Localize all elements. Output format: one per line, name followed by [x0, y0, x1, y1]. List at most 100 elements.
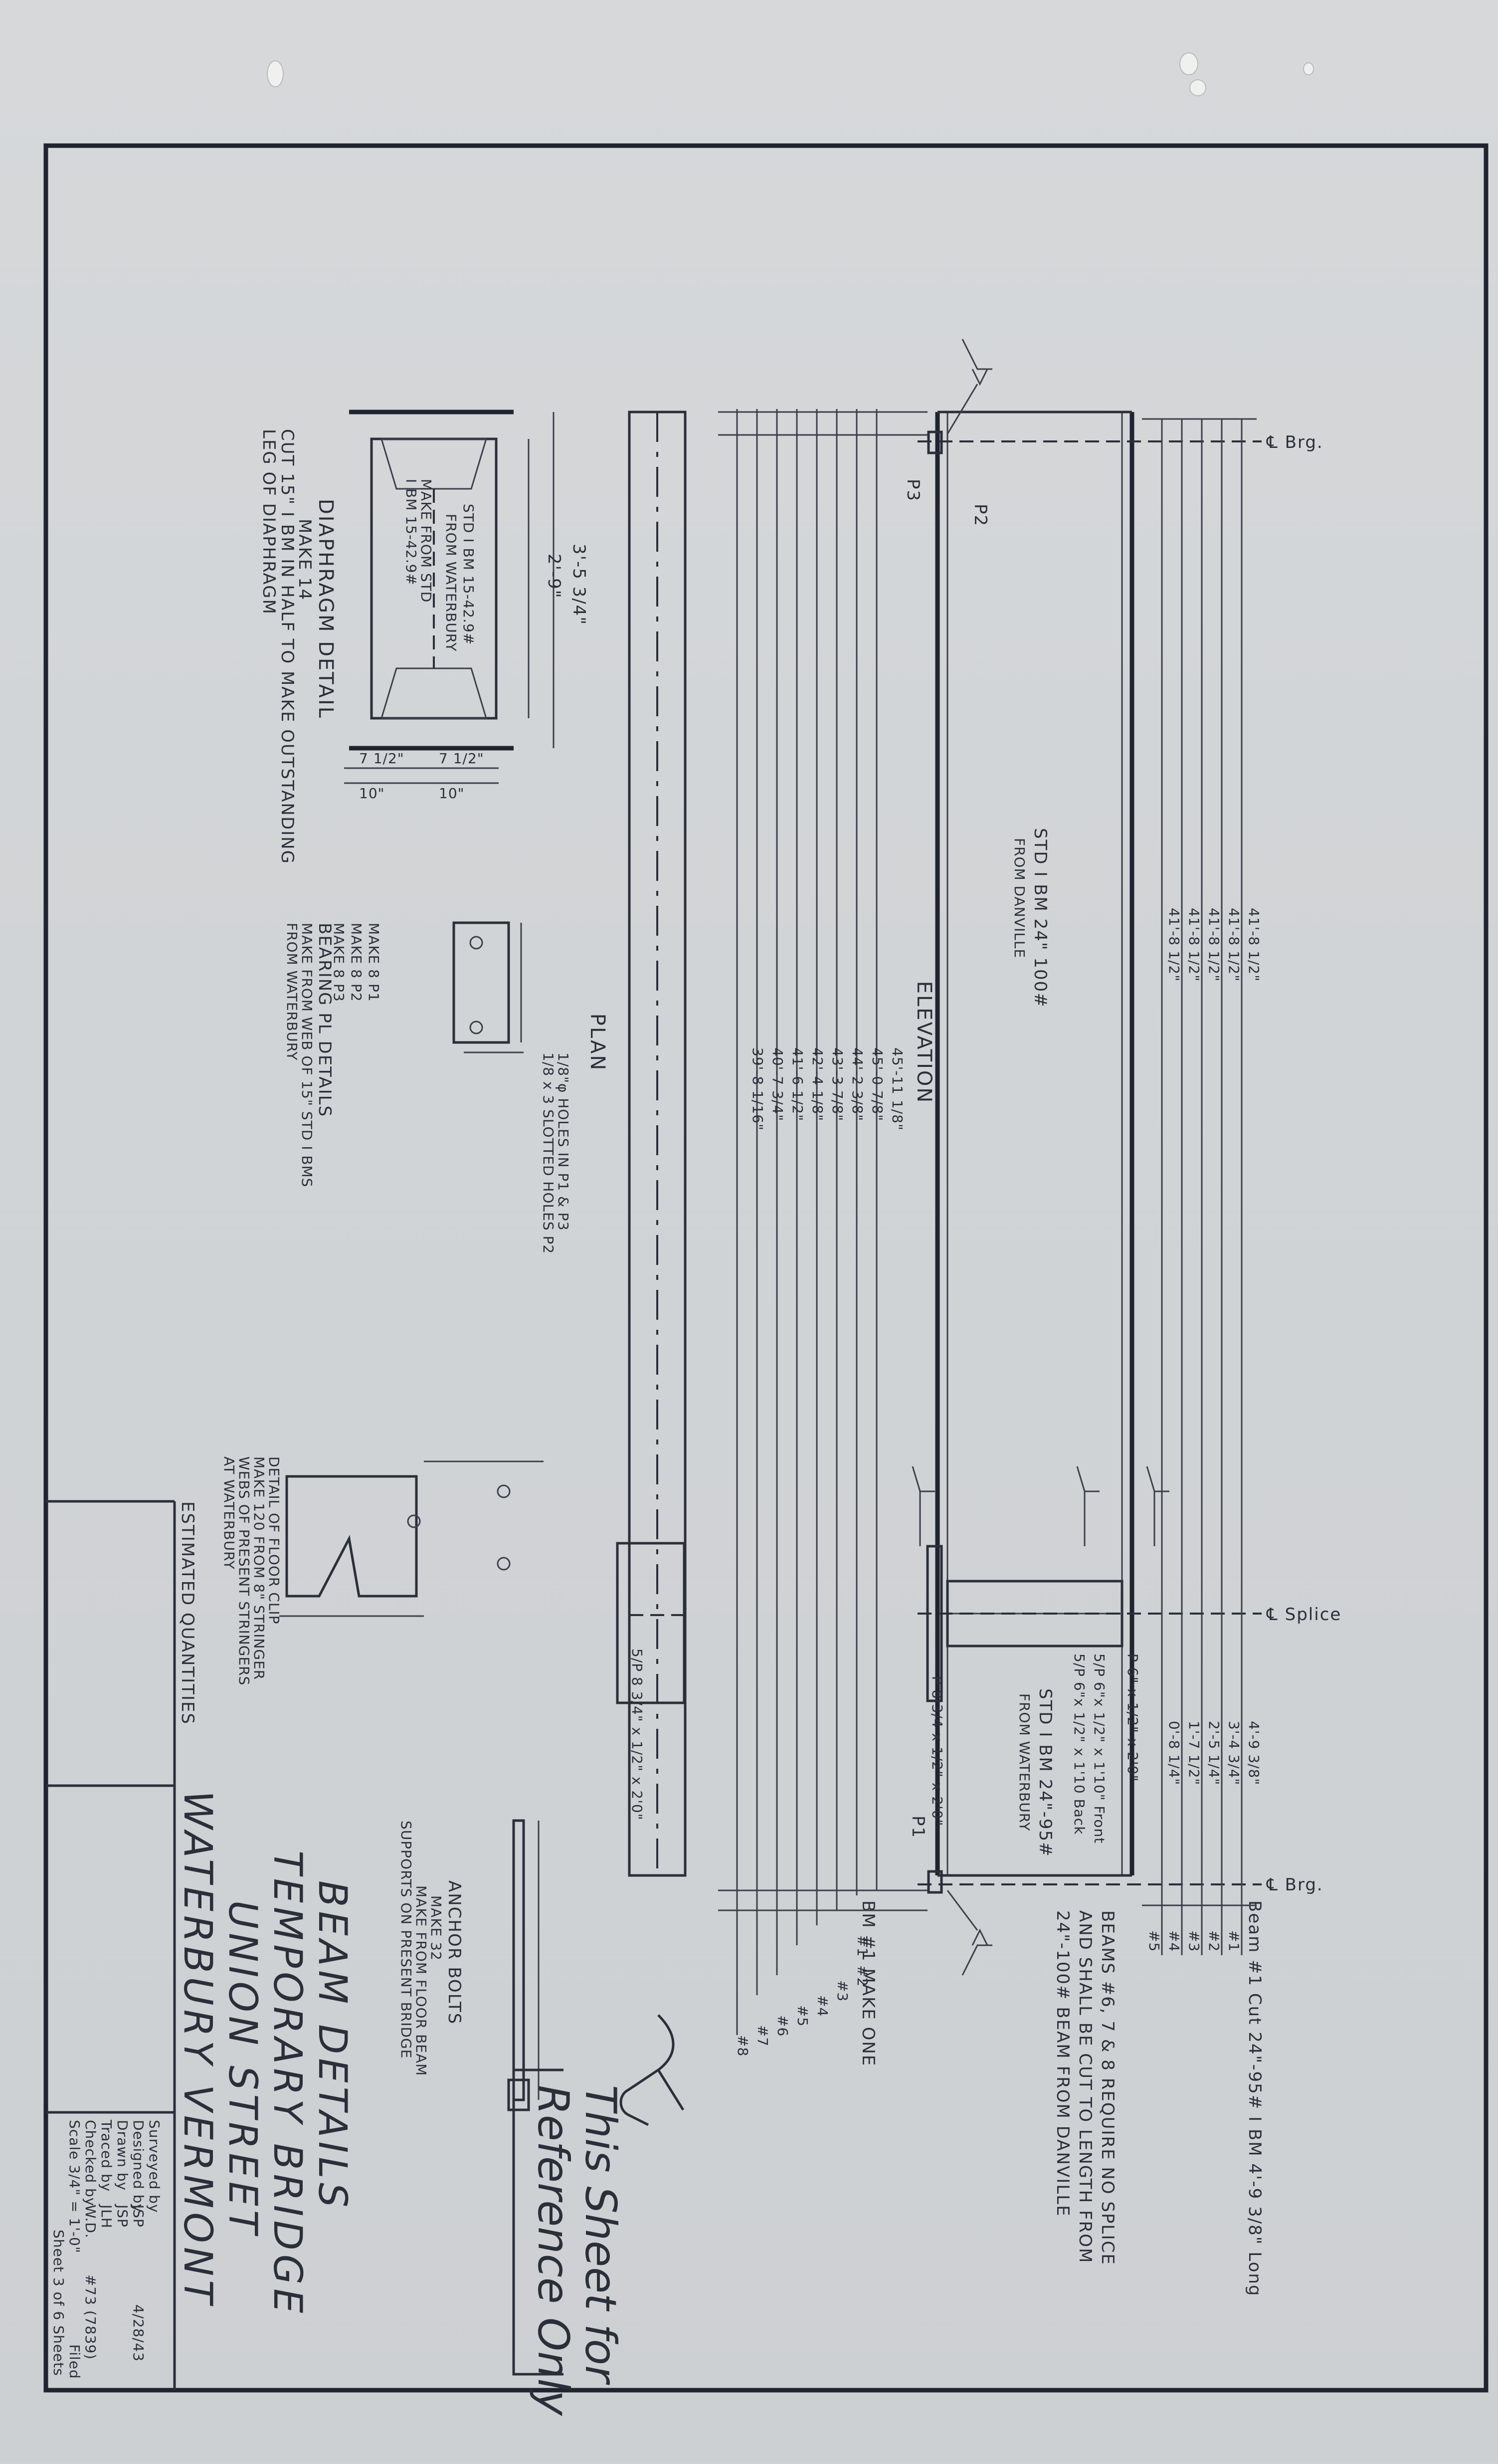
sheet-number: Sheet 3 of 6 Sheets: [50, 2230, 67, 2376]
bearing-holes-2: 1/8 x 3 SLOTTED HOLES P2: [540, 1052, 557, 1254]
diaphragm-a: 7 1/2": [359, 750, 404, 767]
stamp-line-2: Reference Only: [528, 2085, 578, 2416]
splice-plate-front: 5/P 6"x 1/2" x 1'10" Front: [1091, 1653, 1108, 1844]
diaphragm-width: 3'-5 3/4": [569, 544, 589, 625]
title-text: BEAM DETAILS TEMPORARY BRIDGE UNION STRE…: [175, 1501, 355, 2317]
title-line-3: UNION STREET: [220, 1900, 265, 2238]
checked-by: Checked by: [82, 2120, 99, 2206]
surveyed-by: Surveyed by: [146, 2120, 163, 2213]
elev-length: 42'-4 1/8": [809, 1047, 826, 1121]
reference-stamp: This Sheet for Reference Only: [512, 2014, 685, 2416]
beam-note-1: BEAMS #6, 7 & 8 REQUIRE NO SPLICE: [1098, 1910, 1118, 2265]
p3-label: P3: [903, 479, 923, 502]
p1-label: P1: [908, 1816, 928, 1839]
cl-brg-bottom: ℄ Brg.: [1266, 1875, 1323, 1895]
beam-no: #3: [834, 1980, 851, 2002]
right-length: 41'-8 1/2": [1246, 908, 1262, 982]
beam1-cut-note: Beam #1 Cut 24"-95# I BM 4'-9 3/8" Long: [1245, 1900, 1265, 2297]
beam-no: #1: [1226, 1930, 1242, 1952]
anchor-note-2: SUPPORTS ON PRESENT BRIDGE: [398, 1821, 414, 2058]
diaphragm-note-1: CUT 15" I BM IN HALF TO MAKE OUTSTANDING: [277, 429, 297, 864]
bearing-holes-1: 1/8"φ HOLES IN P1 & P3: [555, 1052, 571, 1231]
anchor-make: MAKE 32: [428, 1895, 444, 1961]
elevation-length-labels: 45'-11 1/8" 45'-0 7/8" 44'-2 3/8" 43'-3 …: [749, 1047, 906, 1131]
splice-length: 0'-8 1/4": [1166, 1721, 1182, 1785]
splice-plate-back: 5/P 6"x 1/2" x 1'10 Back: [1071, 1653, 1088, 1835]
elev-length: 40'-7 3/4": [769, 1047, 786, 1121]
std-beam-danville-1: STD I BM 24" 100#: [1030, 828, 1050, 1008]
plan-view: PLAN 5/P 8 3/4" x 1/2" x 2'0": [586, 411, 687, 1877]
diaphragm-make-from-1: MAKE FROM STD: [418, 479, 434, 603]
designed-initials: JSP: [130, 2204, 147, 2228]
elev-length: 44'-2 3/8": [849, 1047, 866, 1121]
splice-length: 1'-7 1/2": [1186, 1721, 1202, 1785]
elev-length: 41'-6 1/2": [789, 1047, 806, 1121]
anchor-note-1: MAKE FROM FLOOR BEAM: [413, 1885, 429, 2076]
stamp-line-1: This Sheet for: [575, 2085, 625, 2385]
beam-no: #2: [854, 1965, 871, 1987]
beam-no: #2: [1206, 1930, 1222, 1952]
scale: Scale 3/4" = 1'-0": [66, 2120, 83, 2254]
splice-length: 2'-5 1/4": [1206, 1721, 1222, 1785]
splice-length: 4'-9 3/8": [1246, 1721, 1262, 1785]
designed-by: Designed by: [130, 2120, 147, 2213]
floor-clip-detail: DETAIL OF FLOOR CLIP MAKE 120 FROM 8" ST…: [221, 1456, 544, 1685]
title-line-4: WATERBURY VERMONT: [175, 1791, 220, 2308]
file-no: #73 (7839): [82, 2274, 99, 2360]
traced-by: Traced by: [98, 2119, 115, 2192]
elevation-label: ELEVATION: [913, 981, 936, 1104]
right-dimensions: [1142, 418, 1257, 1955]
beam-no: #3: [1186, 1930, 1202, 1952]
splice-plate-3: P 6" x 1/2" x 2'0": [1124, 1653, 1141, 1782]
cl-brg-top: ℄ Brg.: [1266, 432, 1323, 452]
diaphragm-title: DIAPHRAGM DETAIL: [314, 499, 337, 719]
bearing-note-2: FROM WATERBURY: [284, 923, 300, 1061]
diaphragm-std-2: FROM WATERBURY: [443, 514, 459, 652]
diaphragm-a: 7 1/2": [439, 750, 484, 767]
plan-label: PLAN: [586, 1014, 609, 1072]
elev-length: 45'-0 7/8": [869, 1047, 886, 1121]
anchor-title: ANCHOR BOLTS: [444, 1880, 464, 2025]
diaphragm-make-from-2: I BM 15-42.9#: [403, 479, 419, 586]
bearing-note-1: MAKE FROM WEB OF 15" STD I BMS: [299, 923, 315, 1188]
std-beam-waterbury-2: FROM WATERBURY: [1016, 1693, 1033, 1832]
title-strip: [46, 1500, 176, 2390]
elevation-dimensions: [718, 409, 928, 2035]
beam-note-3: 24"-100# BEAM FROM DANVILLE: [1053, 1910, 1073, 2217]
beam-no: #7: [754, 2025, 771, 2047]
diaphragm-std-1: STD I BM 15-42.9#: [460, 504, 477, 645]
splice-length: 3'-4 3/4": [1226, 1721, 1242, 1785]
title-line-1: BEAM DETAILS: [310, 1880, 355, 2211]
bearing-title: BEARING PL DETAILS: [315, 923, 335, 1117]
beam-no: #8: [735, 2035, 751, 2056]
diaphragm-height: 2'-9": [544, 554, 564, 599]
estimated-quantities: ESTIMATED QUANTITIES: [178, 1501, 197, 1725]
beam-no: #1: [854, 1935, 871, 1957]
right-length: 41'-8 1/2": [1166, 908, 1182, 982]
beam-number-labels-right: #1 #2 #3 #4 #5: [1146, 1930, 1242, 1952]
right-length: 41'-8 1/2": [1186, 908, 1202, 982]
traced-initials: JLH: [98, 2204, 115, 2229]
elev-length: 43'-3 7/8": [829, 1047, 846, 1121]
beam-no: #4: [814, 1995, 831, 2017]
diaphragm-note-2: LEG OF DIAPHRAGM: [259, 429, 279, 615]
std-beam-waterbury-1: STD I BM 24"-95#: [1035, 1688, 1055, 1857]
bearing-plate-detail: 1/8"φ HOLES IN P1 & P3 1/8 x 3 SLOTTED H…: [284, 921, 571, 1254]
plan-plate-label: 5/P 8 3/4" x 1/2" x 2'0": [629, 1648, 645, 1821]
floor-clip-note-2: AT WATERBURY: [221, 1456, 237, 1570]
weld-symbols: [912, 339, 1169, 1976]
anchor-bolt-detail: ANCHOR BOLTS MAKE 32 MAKE FROM FLOOR BEA…: [398, 1819, 540, 2111]
sheet-border: [43, 143, 1489, 2393]
checked-initials: W.D.: [82, 2205, 99, 2239]
diaphragm-b: 10": [439, 785, 465, 802]
right-length: 41'-8 1/2": [1226, 908, 1242, 982]
beam-no: #5: [794, 2005, 811, 2027]
drawn-initials: JSP: [114, 2204, 131, 2228]
elev-length: 45'-11 1/8": [889, 1047, 906, 1131]
drawn-by: Drawn by: [114, 2120, 131, 2191]
designed-date: 4/28/43: [130, 2304, 147, 2362]
bm1-make-one: BM #1 MAKE ONE: [858, 1900, 878, 2066]
punch-holes: [267, 52, 1314, 96]
